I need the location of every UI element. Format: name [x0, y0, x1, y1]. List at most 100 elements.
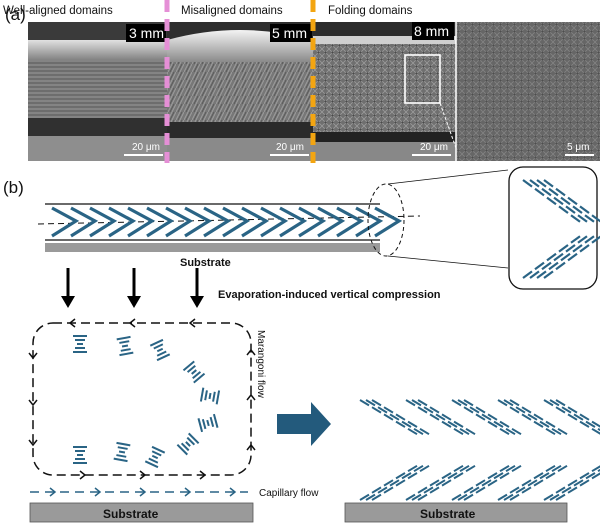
sem-image-folding [313, 22, 457, 161]
particle-bar [151, 454, 159, 460]
fold-segment-lower [453, 472, 464, 480]
marangoni-loop [32, 322, 252, 476]
fold-segment-lower [585, 472, 596, 480]
fold-segment-lower [389, 479, 400, 487]
sem-image-misaligned [167, 22, 313, 161]
particle-bar [186, 364, 196, 373]
particle-bar [182, 360, 195, 372]
particle-bar [185, 441, 191, 447]
inset-box [508, 166, 598, 290]
fold-segment-lower [429, 479, 440, 487]
inset-segment-lower [522, 270, 533, 279]
fold-segment-lower [505, 464, 516, 473]
fold-segment-upper [411, 399, 422, 407]
particle-bar [116, 441, 131, 447]
fold-segment-lower [407, 472, 418, 480]
particle-bar [121, 344, 129, 348]
panel-a-label: (a) [5, 5, 26, 24]
fold-segment-upper [499, 427, 510, 436]
inset-segment-upper [522, 179, 533, 188]
fold-segment-lower [411, 493, 422, 501]
sem-image-zoom [456, 22, 600, 161]
fold-segment-upper [365, 399, 376, 407]
header-folding: Folding domains [328, 5, 413, 17]
particle-bar [156, 350, 167, 357]
fold-segment-lower [371, 493, 382, 501]
particle-stack [113, 441, 131, 463]
fold-segment-lower [457, 493, 468, 501]
particle-bar [119, 340, 130, 344]
fold-segment-lower [469, 486, 480, 494]
capillary-arrow [184, 487, 192, 497]
fold-segment-lower [533, 479, 544, 487]
film-chevron [203, 206, 232, 238]
scalebar-4: 5 μm [567, 142, 589, 153]
particle-stack [116, 335, 134, 357]
fold-segment-lower [509, 493, 520, 501]
inset-segment-lower [546, 252, 557, 262]
fold-segment-lower [441, 479, 452, 487]
inset-segment-lower [560, 252, 571, 262]
fold-segment-lower [395, 479, 406, 487]
zoom-leader-line [439, 102, 457, 149]
fold-segment-upper [417, 406, 428, 414]
loop-arrow-right [246, 348, 256, 356]
particle-bar [176, 444, 188, 456]
fold-segment-lower [417, 486, 428, 494]
fold-segment-upper [511, 427, 522, 436]
fold-segment-upper [549, 399, 560, 407]
fold-segment-upper [465, 427, 476, 436]
fold-segment-lower [377, 486, 388, 494]
fold-segment-upper [405, 399, 416, 407]
inset-segment-lower [565, 244, 576, 253]
fold-segment-upper [469, 406, 480, 414]
inset-segment-lower [541, 261, 552, 271]
particle-bar [117, 446, 128, 450]
fold-segment-lower [543, 493, 554, 501]
fold-segment-upper [579, 420, 590, 428]
fold-segment-upper [383, 413, 394, 421]
inset-segment-lower [529, 270, 540, 279]
fold-segment-upper [417, 399, 428, 407]
particle-stack [176, 432, 200, 456]
capillary-arrow [94, 487, 102, 497]
particle-bar [149, 338, 164, 347]
fold-segment-lower [475, 479, 486, 487]
fold-segment-lower [481, 479, 492, 487]
fold-segment-lower [557, 464, 568, 473]
inset-segment-upper [572, 205, 583, 214]
particle-bar [113, 457, 128, 463]
fold-segment-upper [527, 413, 538, 421]
particle-stack [144, 445, 166, 469]
fold-segment-lower [475, 486, 486, 494]
substrate-left-label: Substrate [103, 507, 159, 521]
folded-chevrons [359, 399, 600, 501]
particle-stack [182, 360, 206, 384]
inset-segment-lower [548, 261, 559, 271]
fold-segment-lower [459, 464, 470, 473]
inset-segment-upper [543, 179, 554, 188]
fold-segment-upper [389, 413, 400, 421]
fold-segment-upper [493, 420, 504, 428]
particle-bar [180, 442, 190, 452]
film-chevron [146, 206, 175, 238]
film-chevron [374, 206, 403, 238]
fold-segment-upper [377, 406, 388, 414]
fold-segment-lower [435, 479, 446, 487]
fold-segment-lower [515, 486, 526, 494]
fold-segment-lower [555, 486, 566, 494]
film-chevron [222, 206, 251, 238]
particle-bar [208, 392, 212, 400]
loop-arrow-bottom [139, 470, 147, 480]
fold-segment-lower [463, 493, 474, 501]
fold-segment-lower [487, 479, 498, 487]
loop-arrow-right [246, 443, 256, 451]
film-chevron [127, 206, 156, 238]
fold-segment-lower [527, 479, 538, 487]
film-chevron [108, 206, 137, 238]
inset-segment-upper [567, 196, 578, 206]
fold-segment-upper [555, 406, 566, 414]
inset-segment-upper [558, 205, 569, 214]
inset-segment-lower [558, 244, 569, 253]
